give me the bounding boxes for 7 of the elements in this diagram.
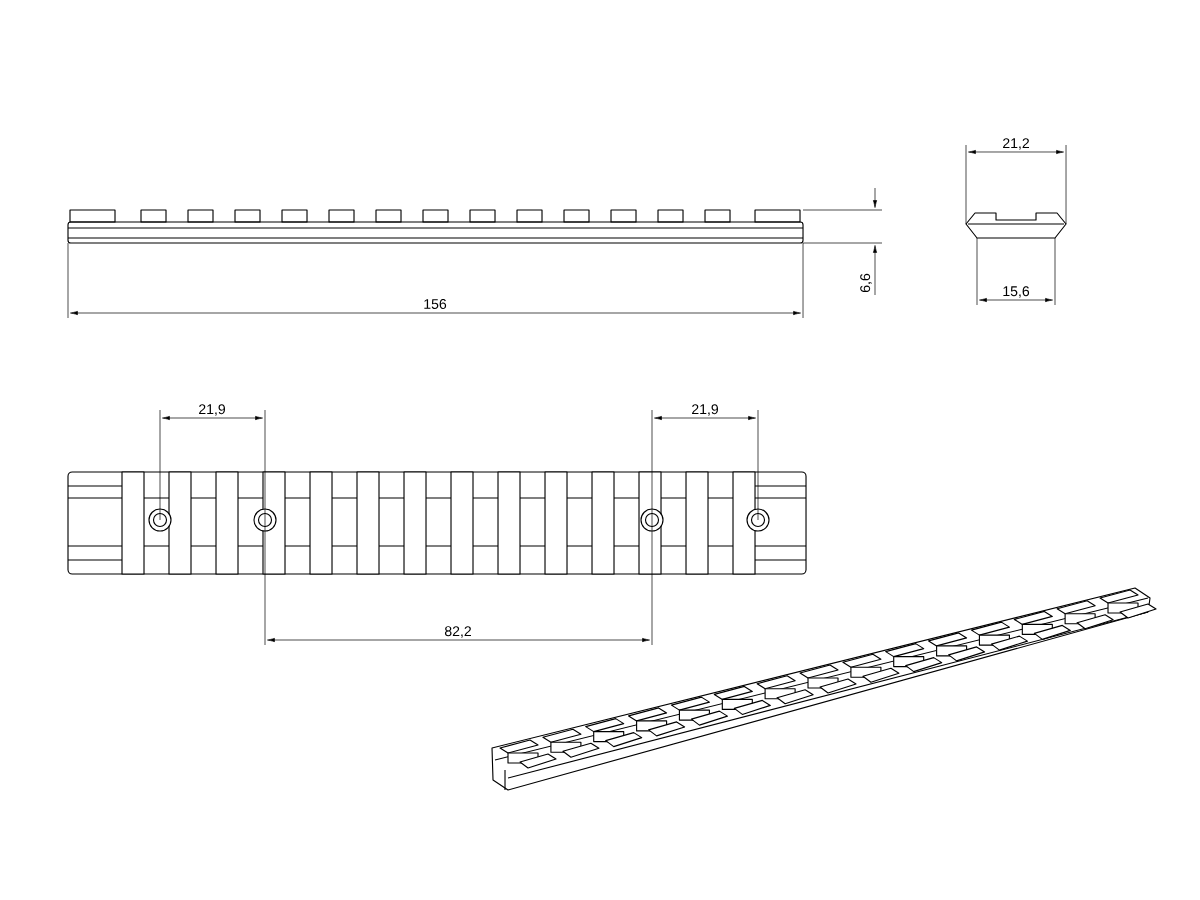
dimension-value: 21,9 <box>199 404 226 416</box>
dimension-value: 82,2 <box>444 626 471 638</box>
dimension-value: 156 <box>424 299 447 309</box>
dimension-value: 6,6 <box>860 273 872 293</box>
dimension-value: 21,2 <box>1003 138 1029 150</box>
dimension-value: 21,9 <box>692 404 719 416</box>
dimension-value: 15,6 <box>1003 286 1030 298</box>
